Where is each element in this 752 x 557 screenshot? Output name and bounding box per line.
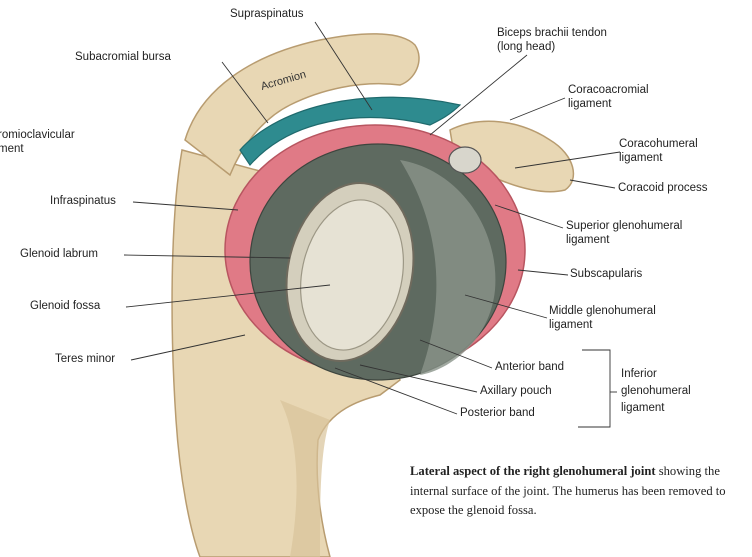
label-biceps-2: (long head) — [497, 41, 555, 54]
label-coracohumeral-1: Coracohumeral — [619, 138, 698, 151]
label-superior-gh-1: Superior glenohumeral — [566, 220, 682, 233]
label-coracoid-process: Coracoid process — [618, 182, 707, 195]
label-middle-gh-2: ligament — [549, 319, 592, 332]
label-coracoacromial-1: Coracoacromial — [568, 84, 649, 97]
label-supraspinatus: Supraspinatus — [230, 8, 304, 21]
label-glenoid-fossa: Glenoid fossa — [30, 300, 100, 313]
label-anterior-band: Anterior band — [495, 361, 564, 374]
label-posterior-band: Posterior band — [460, 407, 535, 420]
label-coracoacromial-2: ligament — [568, 98, 611, 111]
label-inferior-gh-1: Inferior — [621, 368, 657, 381]
caption-bold: Lateral aspect of the right glenohumeral… — [410, 464, 656, 478]
label-glenoid-labrum: Glenoid labrum — [20, 248, 98, 261]
label-coracohumeral-2: ligament — [619, 152, 662, 165]
label-inferior-gh-2: glenohumeral — [621, 385, 691, 398]
label-axillary-pouch: Axillary pouch — [480, 385, 552, 398]
label-subacromial-bursa: Subacromial bursa — [75, 51, 171, 64]
label-superior-gh-2: ligament — [566, 234, 609, 247]
label-acromioclavicular-2: ment — [0, 143, 24, 156]
label-acromioclavicular-1: romioclavicular — [0, 129, 75, 142]
label-subscapularis: Subscapularis — [570, 268, 642, 281]
biceps-tendon-shape — [449, 147, 481, 173]
label-teres-minor: Teres minor — [55, 353, 115, 366]
label-inferior-gh-3: ligament — [621, 402, 664, 415]
label-biceps-1: Biceps brachii tendon — [497, 27, 607, 40]
figure-caption: Lateral aspect of the right glenohumeral… — [410, 462, 750, 521]
label-middle-gh-1: Middle glenohumeral — [549, 305, 656, 318]
label-infraspinatus: Infraspinatus — [50, 195, 116, 208]
